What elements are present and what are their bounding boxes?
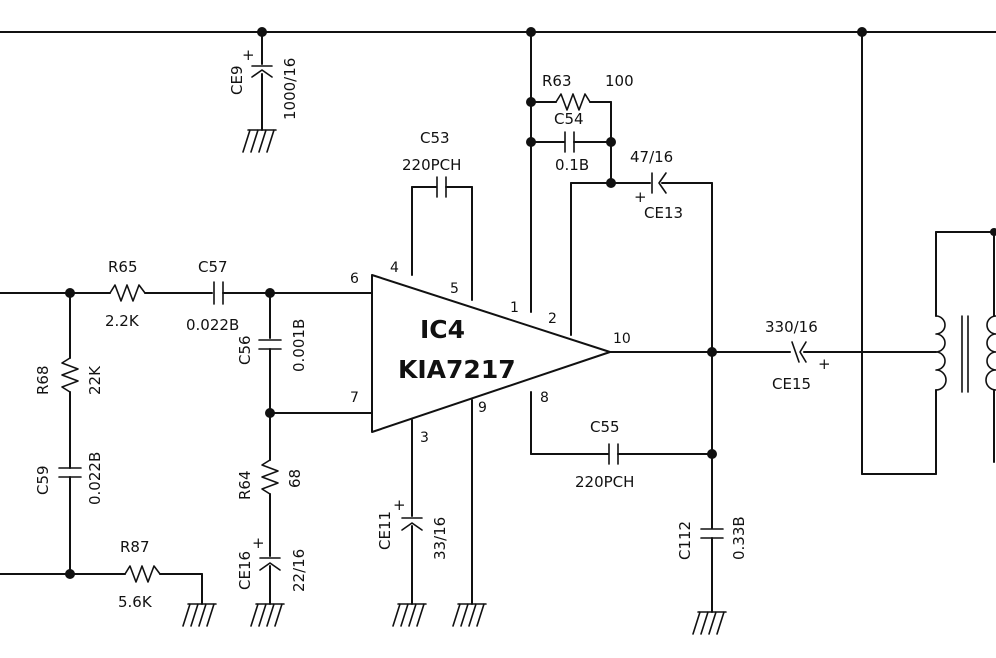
ce13-ref: CE13 bbox=[644, 204, 683, 222]
r64-ref: R64 bbox=[236, 470, 254, 500]
r65-value: 2.2K bbox=[105, 312, 140, 330]
ic4-part: KIA7217 bbox=[398, 355, 516, 384]
pin-2-label: 2 bbox=[548, 311, 557, 327]
capacitor-ce15: 330/16 + CE15 bbox=[765, 318, 937, 393]
pin-9-label: 9 bbox=[478, 400, 487, 416]
c112-ref: C112 bbox=[676, 521, 694, 560]
ce16-ref: CE16 bbox=[236, 551, 254, 590]
ce13-plus: + bbox=[634, 188, 647, 206]
pin-3-label: 3 bbox=[420, 430, 429, 446]
r63-ref: R63 bbox=[542, 72, 572, 90]
c57-value: 0.022B bbox=[186, 316, 239, 334]
supply-rail bbox=[0, 27, 996, 37]
pin-1-label: 1 bbox=[510, 300, 519, 316]
pin-10-label: 10 bbox=[613, 331, 631, 347]
ce15-ref: CE15 bbox=[772, 375, 811, 393]
ce15-plus: + bbox=[818, 355, 831, 373]
c55-ref: C55 bbox=[590, 418, 620, 436]
ic4-name: IC4 bbox=[420, 315, 465, 344]
c56-value: 0.001B bbox=[290, 319, 308, 372]
c59-ref: C59 bbox=[34, 465, 52, 495]
pin9-ground bbox=[452, 399, 487, 627]
output-node: C112 0.33B bbox=[609, 347, 791, 635]
c53-value: 220PCH bbox=[402, 156, 461, 174]
capacitor-ce11: + CE11 33/16 bbox=[376, 419, 449, 627]
ce9-plus: + bbox=[242, 46, 255, 64]
pin-5-label: 5 bbox=[450, 281, 459, 297]
ce15-value: 330/16 bbox=[765, 318, 818, 336]
ce11-ref: CE11 bbox=[376, 511, 394, 550]
bootstrap-network: R63 100 C54 0.1B 47/16 + CE13 bbox=[526, 31, 713, 353]
r87-value: 5.6K bbox=[118, 593, 153, 611]
r63-value: 100 bbox=[605, 72, 634, 90]
output-transformer bbox=[861, 31, 996, 475]
c53-ref: C53 bbox=[420, 129, 450, 147]
c57-ref: C57 bbox=[198, 258, 228, 276]
c112-value: 0.33B bbox=[730, 516, 748, 560]
c56-ref: C56 bbox=[236, 335, 254, 365]
r68-value: 22K bbox=[86, 365, 104, 395]
left-ladder: R68 22K C59 0.022B R87 5.6K bbox=[0, 292, 217, 627]
capacitor-c55: C55 220PCH bbox=[530, 391, 713, 491]
r65-ref: R65 bbox=[108, 258, 138, 276]
pin-4-label: 4 bbox=[390, 260, 399, 276]
c59-value: 0.022B bbox=[86, 452, 104, 505]
feedback-ground-network: C56 0.001B R64 68 + CE16 22/16 bbox=[236, 292, 373, 627]
ce11-plus: + bbox=[393, 496, 406, 514]
pin-8-label: 8 bbox=[540, 390, 549, 406]
capacitor-ce9: + CE9 1000/16 bbox=[228, 31, 299, 153]
ce11-value: 33/16 bbox=[431, 517, 449, 560]
c54-ref: C54 bbox=[554, 110, 584, 128]
ic4-opamp: IC4 KIA7217 6 4 5 1 2 10 7 9 8 3 bbox=[350, 260, 631, 446]
pin-7-label: 7 bbox=[350, 390, 359, 406]
r64-value: 68 bbox=[286, 469, 304, 488]
r87-ref: R87 bbox=[120, 538, 150, 556]
ce9-ref: CE9 bbox=[228, 66, 246, 96]
capacitor-c53: C53 220PCH bbox=[402, 129, 473, 301]
pin-6-label: 6 bbox=[350, 271, 359, 287]
c54-value: 0.1B bbox=[555, 156, 589, 174]
r68-ref: R68 bbox=[34, 365, 52, 395]
c55-value: 220PCH bbox=[575, 473, 634, 491]
ce16-plus: + bbox=[252, 534, 265, 552]
ce9-value: 1000/16 bbox=[281, 58, 299, 120]
ce16-value: 22/16 bbox=[290, 549, 308, 592]
ce13-value: 47/16 bbox=[630, 148, 673, 166]
input-network: R65 2.2K C57 0.022B bbox=[0, 258, 373, 334]
